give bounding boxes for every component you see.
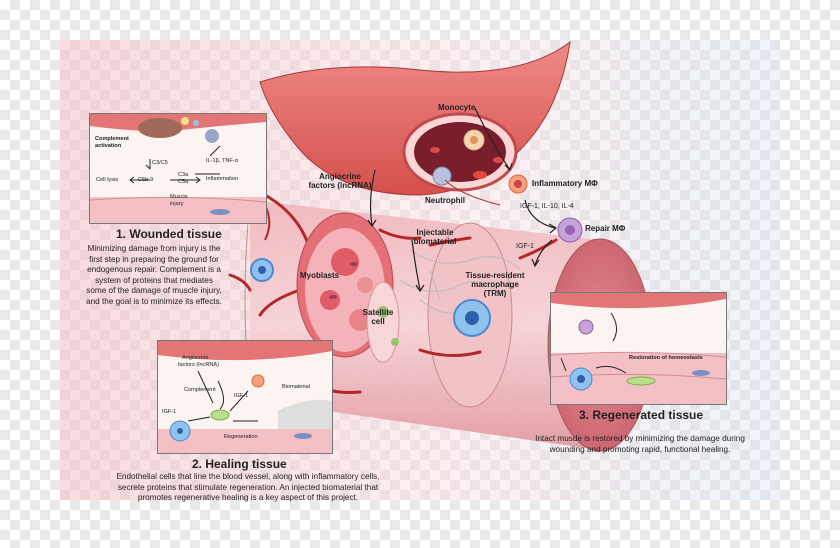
inflammation-label: Inflammation [206,176,239,182]
regenerated-inset-art [551,293,726,404]
igf1-label: IGF-1 [516,243,534,250]
satellite-line: cell [371,317,385,326]
wounded-tissue-title: 1. Wounded tissue [116,227,222,241]
muscle-label: Muscle [170,194,188,200]
c5b9-label: C5b-9 [138,177,154,183]
satellite-line: Satellite [362,308,394,317]
regeneration-label: Regeneration [224,434,258,440]
angiocrine-factors-label: Angiocrine factors (lncRNA) [300,172,380,190]
injectable-line: biomaterial [413,237,457,246]
injectable-line: Injectable [416,228,454,237]
restoration-label: Restoration of homeostasis [629,355,703,361]
arrows [367,107,558,293]
c3a-label: C3a [178,172,189,178]
complement-label: Complement [95,136,129,142]
wounded-desc-line: Minimizing damage from injury is the [87,244,221,253]
cell-lysis-label: Cell lysis [96,177,119,183]
healing-tissue-title: 2. Healing tissue [192,457,287,471]
regenerated-tissue-title: 3. Regenerated tissue [579,408,704,422]
wounded-desc-line: some of the damage of muscle injury, [86,286,222,295]
repair-macrophage-label: Repair MΦ [585,224,626,233]
igf1-label-b: IGF-1 [162,409,177,415]
angiocrine-line: Angiocrine [319,172,361,181]
tissue-resident-macrophage-label: Tissue-resident macrophage (TRM) [455,271,535,298]
regenerated-desc-line: wounding and promoting rapid, functional… [549,444,731,454]
trm-line: macrophage [471,280,519,289]
healing-tissue-inset: Angiocrine factors (lncRNA) Complement I… [157,340,333,454]
wounded-inset-art [90,114,266,223]
monocyte-label: Monocyte [438,103,476,112]
wounded-tissue-inset: Complement activation C3/C5 IL-1β, TNF-α… [89,113,267,224]
healing-inset-art [158,341,332,453]
biomaterial-label: Biomaterial [282,384,310,390]
il1-tnf-label: IL-1β, TNF-α [206,158,238,164]
injectable-biomaterial-label: Injectable biomaterial [400,228,470,246]
satellite-cell-label: Satellite cell [358,308,398,326]
complement-label-healing: Complement [184,387,216,393]
healing-tissue-description: Endothelial cells that line the blood ve… [88,472,408,504]
c3c5-label: C3/C5 [152,160,168,166]
igf1-label-a: IGF-1 [234,393,249,399]
c5a-label: C5a [178,179,189,185]
inflammatory-macrophage-label: Inflammatory MΦ [532,179,598,188]
angiocrine-label: Angiocrine [182,355,209,361]
healing-desc-line: promotes regenerative healing is a key a… [137,493,359,502]
trm-line: Tissue-resident [465,271,525,280]
injury-label: injury [170,201,184,207]
cytokines-label: IGF-1, IL-10, IL-4 [520,203,574,210]
myofiber-cross-section [296,212,400,363]
regenerated-desc-line: Intact musde is restored by minimizing t… [535,434,745,443]
regenerated-tissue-inset: Restoration of homeostasis [550,292,727,405]
wounded-desc-line: system of proteins that mediates [95,275,213,285]
angiocrine-line: factors (lncRNA) [308,181,372,190]
wounded-tissue-description: Minimizing damage from injury is the fir… [66,244,242,307]
wounded-desc-line: first step in preparing the ground for [89,254,219,264]
healing-desc-line: secrete proteins that stimulate regenera… [117,482,379,492]
myoblasts-label: Myoblasts [300,271,340,280]
neutrophil-label: Neutrophil [425,196,465,205]
cells [250,174,583,337]
factors-lncrna-label: factors (lncRNA) [178,362,220,368]
healing-desc-line: Endothelial cells that line the blood ve… [116,472,380,481]
wounded-desc-line: and the goal is to minimize its effects. [86,296,222,306]
regenerated-tissue-description: Intact musde is restored by minimizing t… [510,434,770,455]
trm-line: (TRM) [483,289,507,298]
activation-label: activation [95,143,122,149]
wounded-desc-line: endogenous repair. Complement is a [87,265,221,274]
